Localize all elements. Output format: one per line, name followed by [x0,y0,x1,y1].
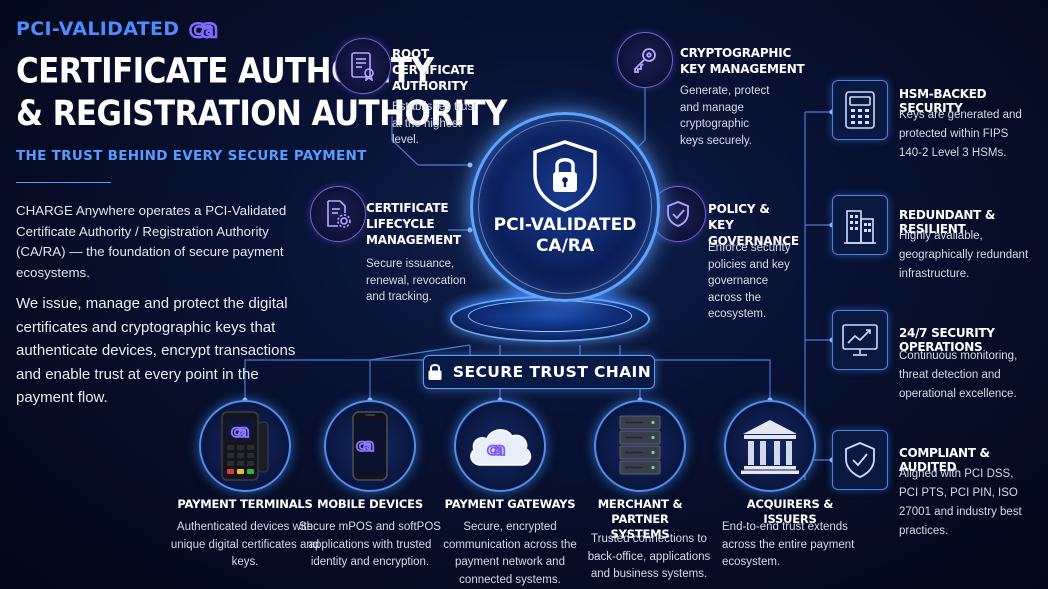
crypto-key-title: CRYPTOGRAPHIC KEY MANAGEMENT [680,46,805,76]
key-icon [617,32,673,88]
compliance-shield-icon [845,442,875,478]
monitor-chart-icon [842,324,878,356]
payment-gateways-title: PAYMENT GATEWAYS [444,497,576,511]
padlock-icon [428,364,442,380]
payment-gateways-desc: Secure, encrypted communication across t… [443,521,577,586]
acquirers-issuers-desc: End-to-end trust extends across the enti… [722,521,855,568]
tagline: THE TRUST BEHIND EVERY SECURE PAYMENT [16,148,367,164]
payment-gateway-circle: ca [454,400,546,492]
crypto-key-desc: Generate, protect and manage cryptograph… [680,85,770,147]
policy-desc: Enforce security policies and key govern… [708,242,791,320]
hub-label-line-2: CA/RA [535,236,595,256]
hsm-security-title: HSM-BACKED SECURITY [899,87,987,115]
merchant-systems-circle [594,400,686,492]
merchant-systems-desc: Trusted connections to back-office, appl… [587,533,711,580]
gateway-logo: ca [486,439,506,461]
brand-label: PCI-VALIDATED [16,17,180,40]
terminal-logo: ca [230,421,250,443]
security-ops-title: 24/7 SECURITY OPERATIONS [899,326,995,354]
bank-icon [741,420,799,474]
hub-label: PCI-VALIDATED CA/RA [470,215,660,257]
payment-terminal-icon [221,411,269,481]
hub-inner-ring [478,120,652,294]
payment-terminals-title: PAYMENT TERMINALS [177,497,313,511]
chain-label: SECURE TRUST CHAIN [452,363,652,381]
mobile-logo: ca [355,435,375,457]
compliance-title: COMPLIANT & AUDITED [899,446,990,474]
document-gear-icon [310,186,366,242]
redundant-desc: Highly available, geographically redunda… [899,230,1029,280]
acquirers-circle [724,400,816,492]
lifecycle-title: CERTIFICATE LIFECYCLE MANAGEMENT [366,201,461,247]
hsm-device-icon [845,91,875,129]
mobile-device-circle: ca [324,400,416,492]
lifecycle-desc: Secure issuance, renewal, revocation and… [366,258,466,303]
smartphone-icon [352,411,388,481]
merchant-systems-title: MERCHANT & PARTNER SYSTEMS [597,497,683,541]
server-rack-icon [619,415,661,475]
hsm-device-box [832,80,888,140]
compliance-box [832,430,888,490]
policy-title: POLICY & KEY GOVERNANCE [708,202,799,248]
compliance-desc: Aligned with PCI DSS, PCI PTS, PCI PIN, … [899,468,1022,537]
acquirers-issuers-title: ACQUIRERS & ISSUERS [746,497,834,526]
divider [16,182,111,183]
intro-paragraph-2: We issue, manage and protect the digital… [16,295,296,406]
cloud-icon [470,429,532,466]
payment-terminals-desc: Authenticated devices with unique digita… [170,521,320,568]
brand-header: PCI-VALIDATED ca [16,13,219,45]
title-line-2: & REGISTRATION AUTHORITY [16,93,507,134]
intro-paragraph-1: CHARGE Anywhere operates a PCI-Validated… [16,203,287,280]
root-ca-title: ROOT CERTIFICATE AUTHORITY [392,47,475,93]
payment-terminal-circle: ca [199,400,291,492]
mobile-devices-desc: Secure mPOS and softPOS applications wit… [299,521,441,568]
mobile-devices-title: MOBILE DEVICES [317,497,423,511]
shield-lock-icon [533,140,597,212]
building-icon [844,210,876,244]
hsm-security-desc: Keys are generated and protected within … [899,109,1022,159]
certificate-icon [335,38,391,94]
hub-label-line-1: PCI-VALIDATED [493,215,637,235]
redundancy-box [832,195,888,255]
redundant-title: REDUNDANT & RESILIENT [899,208,996,236]
root-ca-desc: Establishes trust at the highest level. [392,101,477,146]
company-logo: ca [188,13,219,45]
platform-top [468,300,632,332]
security-ops-desc: Continuous monitoring, threat detection … [899,350,1018,400]
security-ops-box [832,310,888,370]
secure-trust-chain-banner: SECURE TRUST CHAIN [423,355,655,389]
